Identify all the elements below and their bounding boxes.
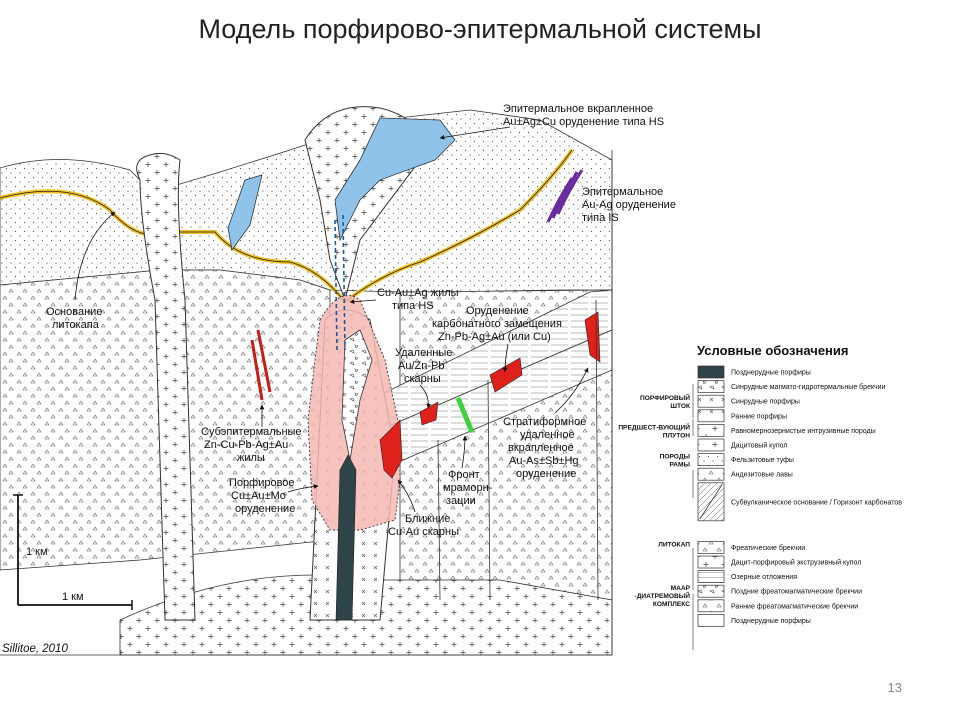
label-lithocap-base-1: Основание [46,306,102,318]
legend-swatch [697,380,725,393]
label-lithocap-base-2: литокапа [52,319,100,331]
legend-swatch [697,570,725,583]
label-stratiform-1: Стратиформное [503,416,586,428]
proximal-skarn [379,419,403,479]
label-stratiform-4: Au-As±Sb±Hg [509,455,579,467]
legend: Условные обозначения Позднерудные порфир… [618,343,902,650]
label-marble-front-1: Фронт [448,469,480,481]
legend-swatch [697,555,725,569]
legend-swatch-line [699,484,723,520]
hs-veins [334,214,346,351]
carbonate-replacement-body [489,357,523,393]
label-proximal-skarn-1: Ближние [405,513,450,525]
label-porphyry-3: оруденение [235,503,295,515]
label-is-epithermal-2: Au-Ag оруденение [582,199,676,211]
legend-swatch [697,424,725,437]
legend-item-label: Равномернозернистые интрузивные породы [731,428,876,435]
legend-swatch [697,365,725,379]
legend-swatch [697,614,725,627]
label-hs-epithermal-1: Эпитермальное вкрапленное [503,103,653,115]
label-distal-skarn-3: скарны [404,373,441,385]
legend-swatch [697,438,725,452]
legend-swatch [697,599,725,613]
legend-item-label: Андезитовые лавы [731,472,793,479]
legend-item-label: Поздние фреатомагматические брекчии [731,588,862,596]
legend-item-label: Синрудные порфиры [731,399,800,406]
label-stratiform-2: удаленное [520,429,575,441]
label-hs-veins-1: Cu-Au±Ag жилы [377,287,459,299]
citation: Sillitoe, 2010 [2,643,68,655]
legend-item-label: Дацит-порфировый экструзивный купол [731,559,861,567]
subepithermal-veins [250,329,272,401]
label-marble-front-3: зации [446,495,476,507]
legend-item-label: Позднерудные порфиры [731,370,811,377]
scale-vertical-label: 1 км [26,546,48,558]
hs-epithermal-left [227,174,263,251]
legend-item-label: Фреатические брекчии [731,544,805,552]
legend-group-label: -ДИАТРЕМОВЫЙ [635,591,691,600]
label-subepithermal-3: жилы [237,452,265,464]
legend-item-label: Позднерудные порфиры [731,618,811,625]
label-proximal-skarn-2: Cu-Au скарны [388,526,459,538]
legend-group-label: МААР [671,585,691,592]
legend-title: Условные обозначения [697,343,848,358]
label-distal-skarn-2: Au/Zn-Pb [398,360,444,372]
hs-epithermal-body [334,117,456,242]
legend-item-label: Ранние порфиры [731,413,787,420]
legend-item-label: Фельзитовые туфы [731,457,794,464]
legend-swatch [697,467,725,481]
legend-item-label: Дацитовый купол [731,442,787,450]
legend-group-label: КОМПЛЕКС [653,601,690,608]
page-number: 13 [887,680,902,695]
label-carbonate-3: Zn-Pb-Ag±Au (или Cu) [438,331,551,343]
legend-item-label: Субвулканическое основание / Горизонт ка… [731,498,902,506]
label-hs-epithermal-2: Au±Ag±Cu оруденение типа HS [503,116,664,128]
label-hs-veins-2: типа HS [392,300,434,312]
cross-section [0,106,613,656]
is-veins [546,169,584,223]
label-porphyry-2: Cu±Au±Mo [231,490,286,502]
label-subepithermal-2: Zn-Cu-Pb-Ag±Au [204,439,288,451]
legend-group-label: ШТОК [670,403,691,410]
label-stratiform-3: вкрапленное [508,442,574,454]
skarn-bodies [379,311,601,479]
label-distal-skarn-1: Удаленные [395,347,452,359]
legend-swatch [697,453,725,466]
label-marble-front-2: мраморн- [443,482,493,494]
legend-item-label: Озерные отложения [731,574,797,581]
legend-group-label: ПРЕДШЕСТ-ВУЮЩИЙ [618,422,690,431]
slide-title: Модель порфирово-эпитермальной системы [198,14,762,44]
legend-item-label: Ранние фреатомагматические брекчии [731,602,858,610]
legend-swatch [697,541,725,554]
section-labels: Эпитермальное вкрапленное Au±Ag±Cu оруде… [2,103,676,655]
scale-horizontal-label: 1 км [62,591,84,603]
distal-skarn [419,401,439,426]
legend-group-label: ПЛУТОН [663,432,690,439]
label-porphyry-1: Порфировое [229,477,295,489]
marble-front [455,397,475,433]
label-is-epithermal-1: Эпитермальное [582,186,663,198]
label-carbonate-1: Оруденение [466,305,529,317]
legend-group-label: ПОРОДЫ [660,454,691,461]
breccia-pipe [341,329,373,461]
legend-group-label: ПОРФИРОВЫЙ [640,393,690,402]
legend-item-label: Синрудные магмато-гидротермальные брекчи… [731,383,886,391]
legend-swatch [697,584,725,598]
legend-group-label: РАМЫ [669,462,690,469]
lithocap-base-outline [0,149,573,303]
label-carbonate-2: карбонатного замещения [432,318,562,330]
legend-group-label: ЛИТОКАП [658,541,690,548]
label-is-epithermal-3: типа IS [582,212,619,224]
scale-bar: 1 км 1 км [13,494,133,610]
legend-swatch [697,409,725,423]
late-porphyry-dike [335,454,357,621]
legend-swatch [697,394,725,408]
label-stratiform-5: оруденение [516,468,576,480]
left-diatreme-pipe [136,152,196,621]
label-subepithermal-1: Субэпитермальные [201,426,302,438]
